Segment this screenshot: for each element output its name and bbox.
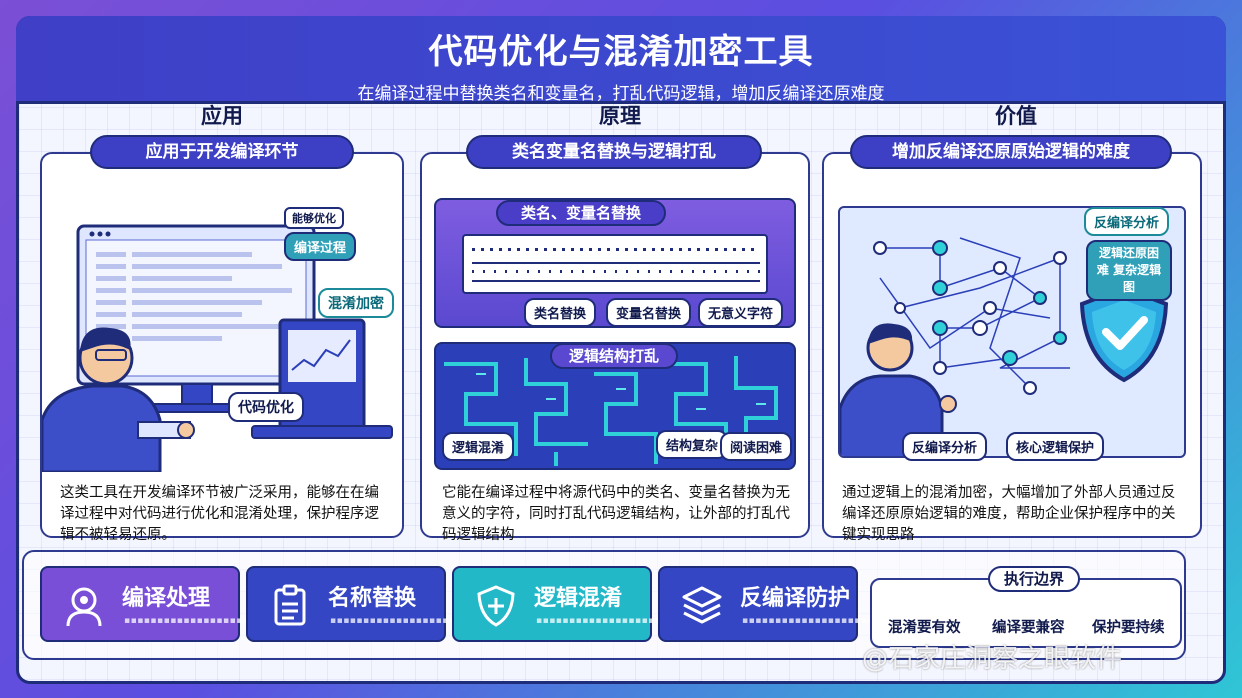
feature-label: 名称替换 bbox=[328, 586, 417, 611]
tag-logic-restore-difficult: 逻辑还原困难 复杂逻辑图 bbox=[1086, 240, 1172, 301]
document-list-icon bbox=[274, 584, 306, 626]
column-heading-application: 应用 bbox=[201, 104, 243, 128]
principle-description: 它能在编译过程中将源代码中的类名、变量名替换为无意义的字符，同时打乱代码逻辑结构… bbox=[442, 485, 790, 543]
rename-panel-title: 类名、变量名替换 bbox=[496, 200, 666, 226]
value-description: 通过逻辑上的混淆加密，大幅增加了外部人员通过反编译还原原始逻辑的难度，帮助企业保… bbox=[842, 485, 1176, 543]
boundary-item: 编译要兼容 bbox=[992, 620, 1065, 636]
page-title: 代码优化与混淆加密工具 bbox=[428, 32, 814, 72]
feature-label: 反编译防护 bbox=[740, 586, 851, 611]
boundary-item: 保护要持续 bbox=[1092, 620, 1165, 636]
feature-logic-obfuscation: 逻辑混淆 ▪▪▪▪▪▪▪▪▪▪▪▪▪▪▪▪▪▪▪▪ bbox=[452, 566, 668, 642]
feature-label: 编译处理 bbox=[122, 586, 211, 611]
logic-scramble-title: 逻辑结构打乱 bbox=[550, 343, 678, 369]
column-heading-value: 价值 bbox=[995, 104, 1037, 128]
watermark: @石家庄洞察之眼软件 bbox=[862, 644, 1123, 674]
tag-compile-small: 能够优化 bbox=[284, 207, 344, 229]
tag-meaningless-chars: 无意义字符 bbox=[698, 298, 784, 327]
tag-hard-to-read: 阅读困难 bbox=[720, 432, 793, 461]
tag-decompile-analysis-right: 反编译分析 bbox=[1084, 207, 1170, 236]
column-heading-principle: 原理 bbox=[599, 104, 641, 128]
application-description: 这类工具在开发编译环节被广泛采用，能够在在编译过程中对代码进行优化和混淆处理，保… bbox=[60, 485, 379, 543]
feature-compile-processing: 编译处理 ▪▪▪▪▪▪▪▪▪▪▪▪▪▪▪▪▪▪▪▪ bbox=[40, 566, 256, 642]
tag-code-optimization: 代码优化 bbox=[228, 392, 304, 422]
feature-label: 逻辑混淆 bbox=[534, 586, 623, 611]
principle-pill: 类名变量名替换与逻辑打乱 bbox=[466, 135, 762, 169]
tag-core-logic-protection: 核心逻辑保护 bbox=[1006, 432, 1105, 461]
tag-variable-rename: 变量名替换 bbox=[606, 298, 692, 327]
tag-class-rename: 类名替换 bbox=[524, 298, 597, 327]
tag-decompile-analysis: 反编译分析 bbox=[902, 432, 988, 461]
execution-boundary-box: 执行边界 混淆要有效 编译要兼容 保护要持续 bbox=[870, 566, 1182, 648]
tag-obfuscation-encryption: 混淆加密 bbox=[318, 288, 394, 318]
tag-compile-process: 编译过程 bbox=[284, 232, 357, 261]
page-subtitle: 在编译过程中替换类名和变量名，打乱代码逻辑，增加反编译还原难度 bbox=[357, 84, 885, 104]
application-pill: 应用于开发编译环节 bbox=[90, 135, 354, 169]
feature-decompile-protection: 反编译防护 ▪▪▪▪▪▪▪▪▪▪▪▪▪▪▪▪▪▪▪▪ bbox=[658, 566, 874, 642]
tag-logic-obfuscation: 逻辑混淆 bbox=[442, 432, 515, 461]
boundary-item: 混淆要有效 bbox=[888, 620, 961, 636]
feature-name-replacement: 名称替换 ▪▪▪▪▪▪▪▪▪▪▪▪▪▪▪▪▪▪▪▪ bbox=[246, 566, 462, 642]
tag-complex-structure: 结构复杂 bbox=[656, 430, 729, 459]
developer-workstation-illustration bbox=[42, 224, 393, 472]
code-strip bbox=[462, 234, 768, 294]
shield-plus-icon bbox=[477, 585, 515, 627]
value-pill: 增加反编译还原原始逻辑的难度 bbox=[850, 135, 1172, 169]
header-banner: 代码优化与混淆加密工具 在编译过程中替换类名和变量名，打乱代码逻辑，增加反编译还… bbox=[16, 16, 1226, 104]
execution-boundary-title: 执行边界 bbox=[988, 566, 1080, 592]
user-badge-icon bbox=[66, 587, 102, 627]
layered-box-icon bbox=[682, 586, 722, 624]
